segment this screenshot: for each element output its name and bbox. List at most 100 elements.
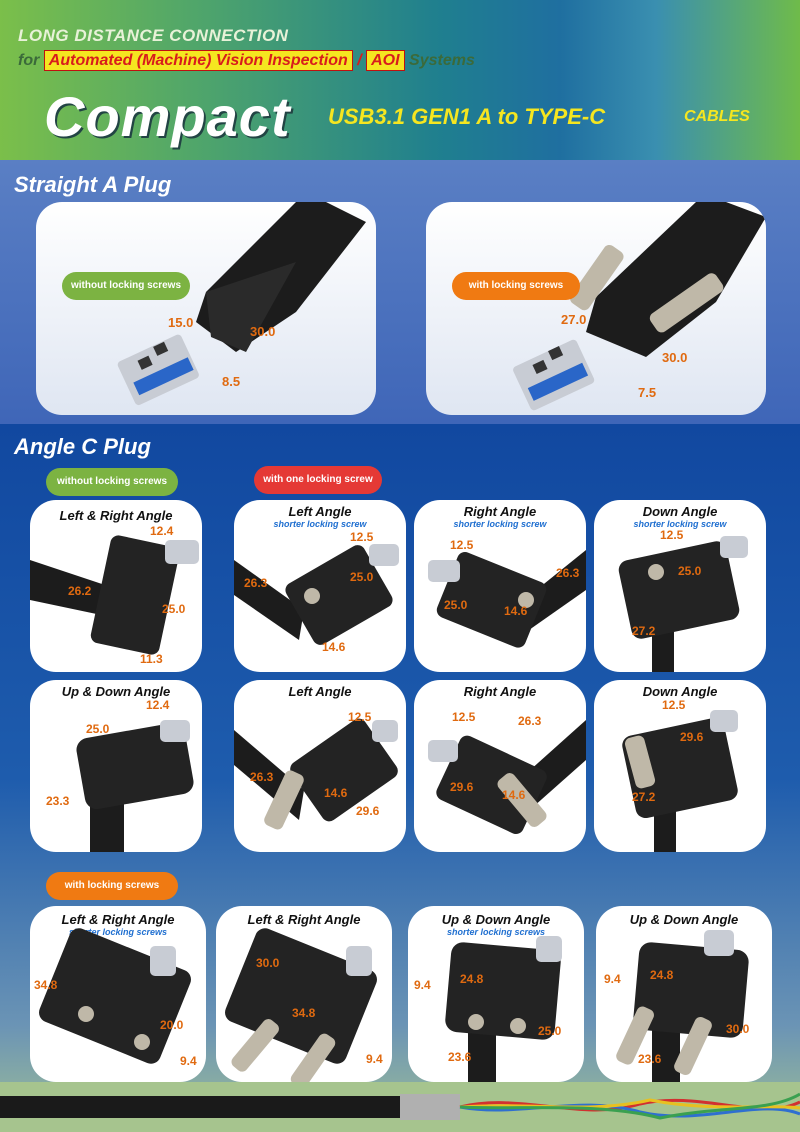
card-c-up-down-screws-short: Up & Down Angle shorter locking screws 9…: [408, 906, 584, 1082]
header-subtitle: for Automated (Machine) Vision Inspectio…: [18, 50, 475, 71]
angle-plug-illustration: [225, 928, 377, 1082]
dim-c: 25.0: [350, 570, 374, 584]
dim-a: 12.5: [348, 710, 372, 724]
dim-d: 23.6: [638, 1052, 662, 1066]
dim-b: 24.8: [460, 972, 484, 986]
subtitle-prefix: for: [18, 52, 40, 69]
pill-without-locking-screws: without locking screws: [46, 468, 178, 496]
card-title: Left & Right Angle: [61, 912, 175, 927]
dim-b: 26.3: [244, 576, 268, 590]
card-straight-without-screws: without locking screws 15.0 30.0 8.5: [36, 202, 376, 415]
section-title-straight: Straight A Plug: [14, 172, 172, 197]
card-c-left-right-angle: Left & Right Angle 12.4 26.2 25.0 11.3: [30, 500, 202, 672]
dim-a: 30.0: [256, 956, 280, 970]
card-c-right-angle-short-screw: Right Angle shorter locking screw 12.5 2…: [414, 500, 586, 672]
pill-with-locking-screws: with locking screws: [46, 872, 178, 900]
dim-c: 9.4: [180, 1054, 197, 1068]
angle-plug-illustration: [616, 930, 749, 1082]
card-c-left-angle-short-screw: Left Angle shorter locking screw 12.5 26…: [234, 500, 406, 672]
header-product-title: USB3.1 GEN1 A to TYPE-C: [328, 104, 606, 129]
dim-width: 27.0: [561, 312, 587, 327]
card-title: Left Angle: [288, 504, 352, 519]
card-title: Left Angle: [288, 684, 352, 699]
angle-plug-illustration: [76, 720, 194, 852]
card-subtitle: shorter locking screws: [446, 927, 546, 937]
card-c-right-angle: Right Angle 12.5 26.3 29.6 14.6: [414, 680, 586, 852]
dim-d: 14.6: [502, 788, 526, 802]
dim-length: 30.0: [662, 350, 688, 365]
angle-plug-illustration: [30, 535, 199, 655]
dim-c: 30.0: [726, 1022, 750, 1036]
subtitle-highlight-vision: Automated (Machine) Vision Inspection: [43, 50, 353, 71]
dim-b: 29.6: [680, 730, 704, 744]
header-banner: LONG DISTANCE CONNECTION for Automated (…: [0, 0, 800, 160]
dim-b: 26.3: [518, 714, 542, 728]
angle-plug-illustration: [39, 928, 191, 1064]
pill-without-locking-screws: without locking screws: [62, 272, 190, 300]
dim-c: 25.0: [162, 602, 186, 616]
dim-c: 27.2: [632, 624, 656, 638]
dim-a: 12.5: [660, 528, 684, 542]
dim-b: 25.0: [678, 564, 702, 578]
card-title: Up & Down Angle: [61, 684, 171, 699]
card-title: Down Angle: [642, 684, 718, 699]
card-c-down-angle: Down Angle 12.5 29.6 27.2: [594, 680, 766, 852]
dim-b: 25.0: [86, 722, 110, 736]
card-subtitle: shorter locking screw: [633, 519, 727, 529]
straight-a-plug-section: Straight A Plug without locking screws 1…: [0, 160, 800, 424]
card-title: Right Angle: [463, 684, 537, 699]
card-c-up-down-angle: Up & Down Angle 12.4 25.0 23.3: [30, 680, 202, 852]
dim-a: 12.5: [350, 530, 374, 544]
dim-d: 29.6: [356, 804, 380, 818]
card-c-left-right-screws: Left & Right Angle 30.0 34.8 9.4: [216, 906, 392, 1082]
dim-a: 9.4: [604, 972, 621, 986]
dim-c: 23.3: [46, 794, 70, 808]
dim-a: 12.4: [146, 698, 170, 712]
dim-c: 27.2: [632, 790, 656, 804]
dim-height: 8.5: [222, 374, 241, 389]
header-big-title: Compact: [44, 85, 291, 148]
card-title: Left & Right Angle: [247, 912, 361, 927]
dim-a: 12.5: [452, 710, 476, 724]
pill-with-one-locking-screw: with one locking screw: [254, 466, 382, 494]
dim-a: 12.4: [150, 524, 174, 538]
dim-d: 23.6: [448, 1050, 472, 1064]
card-c-down-angle-short-screw: Down Angle shorter locking screw 12.5 25…: [594, 500, 766, 672]
cable-cross-section-strip: [0, 1082, 800, 1132]
dim-c: 25.0: [444, 598, 468, 612]
dim-a: 12.5: [450, 538, 474, 552]
dim-a: 12.5: [662, 698, 686, 712]
dim-b: 20.0: [160, 1018, 184, 1032]
dim-a: 9.4: [414, 978, 431, 992]
card-title: Up & Down Angle: [629, 912, 739, 927]
dim-b: 26.3: [556, 566, 580, 580]
card-straight-with-screws: with locking screws 27.0 30.0 7.5: [426, 202, 766, 415]
angle-plug-illustration: [445, 936, 562, 1082]
card-c-left-right-screws-short: Left & Right Angle shorter locking screw…: [30, 906, 206, 1082]
card-subtitle: shorter locking screws: [68, 927, 168, 937]
dim-b: 34.8: [292, 1006, 316, 1020]
dim-width: 15.0: [168, 315, 194, 330]
angle-plug-illustration: [234, 718, 398, 830]
angle-plug-illustration: [428, 720, 586, 834]
straight-plug-illustration: [117, 202, 366, 406]
angle-plug-illustration: [618, 536, 748, 672]
dim-c: 9.4: [366, 1052, 383, 1066]
dim-d: 11.3: [140, 652, 163, 666]
dim-c: 29.6: [450, 780, 474, 794]
card-c-up-down-screws: Up & Down Angle 9.4 24.8 30.0 23.6: [596, 906, 772, 1082]
card-c-left-angle: Left Angle 12.5 26.3 14.6 29.6: [234, 680, 406, 852]
dim-c: 14.6: [324, 786, 348, 800]
subtitle-highlight-aoi: AOI: [366, 50, 405, 71]
dim-c: 25.0: [538, 1024, 562, 1038]
card-title: Left & Right Angle: [59, 508, 173, 523]
dim-a: 34.8: [34, 978, 58, 992]
header-cables-label: CABLES: [684, 108, 750, 125]
card-title: Down Angle: [642, 504, 718, 519]
dim-b: 26.3: [250, 770, 274, 784]
angle-plug-illustration: [428, 550, 586, 648]
angle-plug-illustration: [622, 710, 738, 852]
dim-b: 24.8: [650, 968, 674, 982]
subtitle-suffix: Systems: [409, 52, 475, 69]
angle-plug-illustration: [234, 544, 399, 645]
